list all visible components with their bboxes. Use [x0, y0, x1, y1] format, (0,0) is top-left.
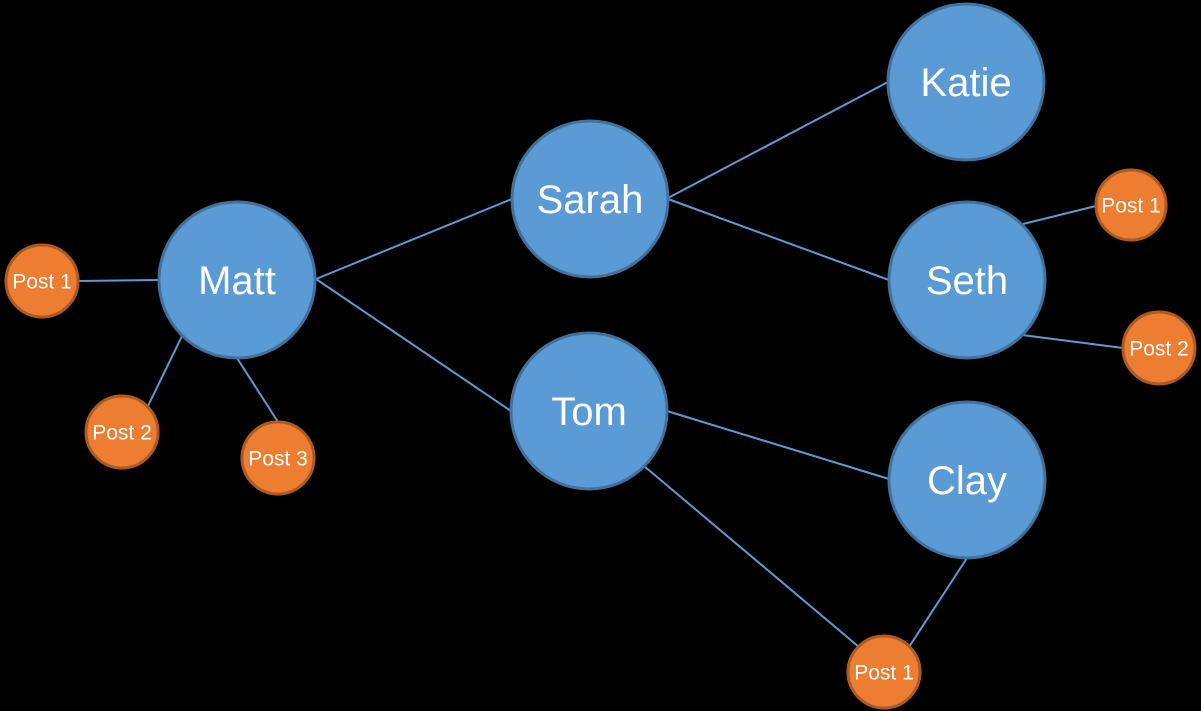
node-tom: Tom — [509, 331, 669, 491]
post-node-circle — [84, 394, 160, 470]
edge-matt-to-post2-matt — [147, 335, 183, 407]
post-node-circle — [1094, 168, 1168, 242]
node-post2-matt: Post 2 — [84, 394, 160, 470]
node-post1-seth: Post 1 — [1094, 168, 1168, 242]
post-node-circle — [4, 243, 80, 319]
person-node-circle — [887, 200, 1047, 360]
node-post1-tom-clay: Post 1 — [846, 634, 922, 710]
post-node-circle — [1121, 310, 1197, 386]
edge-clay-to-post1-tom-clay — [908, 557, 968, 648]
person-node-circle — [510, 119, 670, 279]
person-node-circle — [157, 200, 317, 360]
node-post1-matt: Post 1 — [4, 243, 80, 319]
node-sarah: Sarah — [510, 119, 670, 279]
edges-layer — [77, 81, 1124, 648]
edge-sarah-to-seth — [667, 198, 890, 281]
node-clay: Clay — [887, 400, 1047, 560]
edge-matt-to-tom — [315, 278, 512, 412]
node-post3-matt: Post 3 — [240, 420, 316, 496]
edge-seth-to-post1-seth — [1022, 205, 1097, 225]
edge-sarah-to-katie — [667, 81, 889, 199]
person-node-circle — [886, 2, 1046, 162]
node-katie: Katie — [886, 2, 1046, 162]
edge-seth-to-post2-seth — [1021, 334, 1124, 349]
edge-tom-to-post1-tom-clay — [643, 465, 860, 648]
edge-post1-matt-to-matt — [77, 279, 160, 282]
edge-matt-to-sarah — [315, 198, 513, 280]
person-node-circle — [509, 331, 669, 491]
post-node-circle — [240, 420, 316, 496]
edge-matt-to-post3-matt — [236, 357, 279, 423]
person-node-circle — [887, 400, 1047, 560]
post-node-circle — [846, 634, 922, 710]
node-seth: Seth — [887, 200, 1047, 360]
node-post2-seth: Post 2 — [1121, 310, 1197, 386]
node-matt: Matt — [157, 200, 317, 360]
edge-tom-to-clay — [666, 410, 890, 480]
